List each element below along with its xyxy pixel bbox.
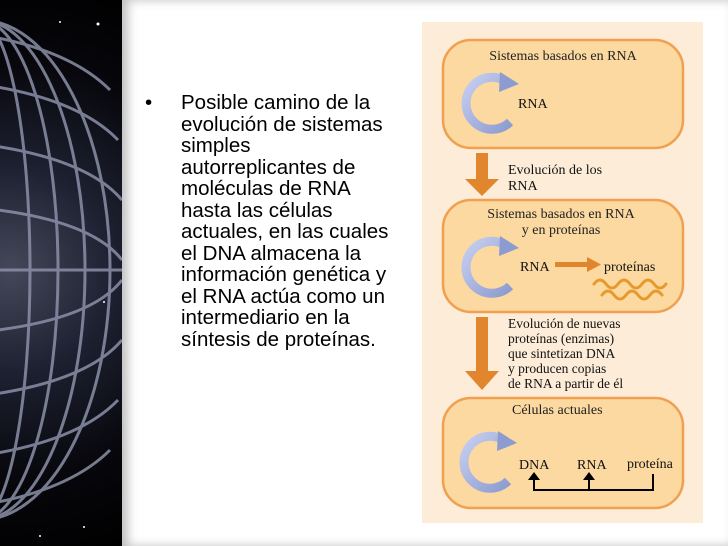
box-rna-systems <box>441 38 685 150</box>
box-rna-protein-systems <box>441 198 685 314</box>
box2-title-line2: y en proteínas <box>522 223 601 238</box>
bullet-text: Posible camino de la evolución de sistem… <box>181 91 389 351</box>
arrow2-line4: y producen copias <box>508 361 606 376</box>
arrow2-line2: proteínas (enzimas) <box>508 331 614 346</box>
box1-rna-label: RNA <box>518 97 548 112</box>
globe-grid-icon <box>0 21 122 537</box>
up-arrow-icon <box>528 472 595 480</box>
cycle-arrow-icon <box>459 431 517 493</box>
cycle-arrow-icon <box>461 72 519 134</box>
arrow1-line2: RNA <box>508 179 538 194</box>
arrow2-line1: Evolución de nuevas <box>508 316 620 331</box>
bullet-list: • Posible camino de la evolución de sist… <box>145 92 400 350</box>
box3-protein-label: proteína <box>627 457 674 472</box>
arrow2-line3: que sintetizan DNA <box>508 346 615 361</box>
box2-proteins-label: proteínas <box>604 260 655 275</box>
box3-title: Células actuales <box>512 403 603 418</box>
down-arrow-icon <box>465 317 499 390</box>
rna-evolution-figure: Sistemas basados en RNA RNA Evolución de… <box>422 22 703 523</box>
bullet-item: • Posible camino de la evolución de sist… <box>145 92 400 350</box>
box1-title: Sistemas basados en RNA <box>489 49 637 64</box>
box3-dna-label: DNA <box>519 458 550 473</box>
cycle-arrow-icon <box>461 236 519 298</box>
box2-title-line1: Sistemas basados en RNA <box>487 207 635 222</box>
bullet-marker: • <box>145 91 153 114</box>
evolution-diagram: Sistemas basados en RNA RNA Evolución de… <box>441 38 685 510</box>
protein-chain-icon <box>592 278 668 301</box>
right-arrow-icon <box>555 257 601 272</box>
decorative-sphere-panel <box>0 0 122 546</box>
down-arrow-icon <box>465 153 499 196</box>
box2-rna-label: RNA <box>520 260 550 275</box>
arrow1-line1: Evolución de los <box>508 163 602 178</box>
box3-rna-label: RNA <box>577 458 607 473</box>
arrow2-line5: de RNA a partir de él <box>508 376 623 391</box>
